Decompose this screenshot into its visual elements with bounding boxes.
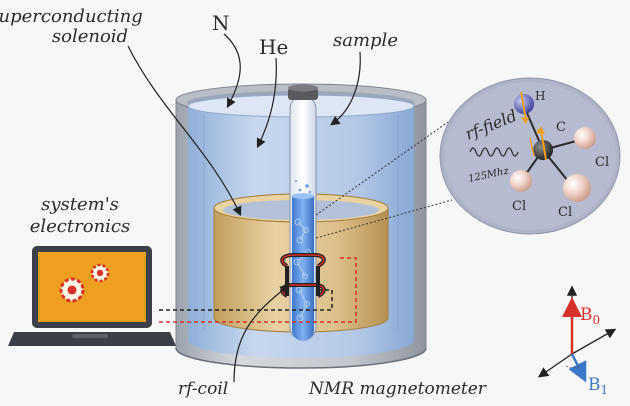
label-rf-coil: rf-coil (178, 379, 228, 399)
axes (537, 285, 617, 383)
sample-tube (288, 84, 318, 341)
label-superconducting: superconducting (0, 6, 143, 27)
label-helium: He (259, 35, 288, 59)
label-atom-cl-1: Cl (595, 155, 609, 170)
label-atom-cl-2: Cl (512, 199, 526, 214)
label-nmr-magnetometer: NMR magnetometer (308, 379, 487, 399)
dewar (175, 83, 427, 369)
label-electronics: electronics (30, 216, 131, 237)
label-solenoid: solenoid (52, 26, 128, 47)
label-atom-cl-3: Cl (558, 205, 572, 220)
rf-wires (158, 257, 357, 323)
label-atom-h: H (535, 89, 545, 103)
label-nitrogen: N (212, 11, 230, 35)
label-systems: system's (41, 194, 119, 215)
label-atom-c: C (556, 120, 566, 135)
laptop-icon (8, 246, 176, 346)
molecule-inset (315, 77, 621, 239)
label-sample: sample (333, 30, 398, 51)
pointer-arrows (127, 33, 361, 383)
label-b1: B1 (588, 375, 608, 397)
label-b0: B0 (580, 305, 600, 327)
gear-icon (59, 263, 110, 303)
